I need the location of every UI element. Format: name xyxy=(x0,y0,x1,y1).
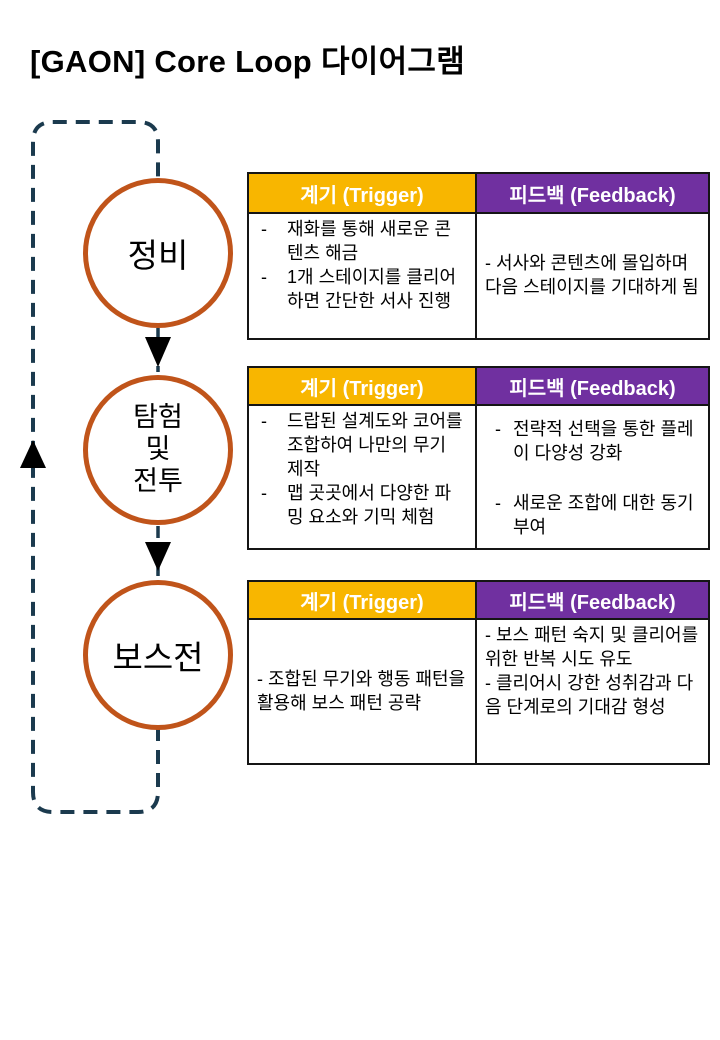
table-explore-combat-header-row: 계기 (Trigger) 피드백 (Feedback) xyxy=(249,368,708,406)
table-boss-fight: 계기 (Trigger) 피드백 (Feedback) - 조합된 무기와 행동… xyxy=(247,580,710,765)
node-explore-combat-label: 탐험 및 전투 xyxy=(133,402,183,496)
node-boss-fight: 보스전 xyxy=(83,580,233,730)
bullet-dash: - xyxy=(261,482,267,503)
feedback-text: - 서사와 콘텐츠에 몰입하며 다음 스테이지를 기대하게 됨 xyxy=(485,253,699,297)
table-explore-combat: 계기 (Trigger) 피드백 (Feedback) - 드랍된 설계도와 코… xyxy=(247,366,710,550)
list-item-text: 1개 스테이지를 클리어하면 간단한 서사 진행 xyxy=(287,266,457,311)
list-item: - 새로운 조합에 대한 동기 부여 xyxy=(485,492,700,540)
trigger-header: 계기 (Trigger) xyxy=(249,368,477,404)
list-item-text: 맵 곳곳에서 다양한 파밍 요소와 기믹 체험 xyxy=(287,482,452,527)
node-maintenance: 정비 xyxy=(83,178,233,328)
feedback-cell: - 서사와 콘텐츠에 몰입하며 다음 스테이지를 기대하게 됨 xyxy=(477,214,708,338)
list-item-text: 새로운 조합에 대한 동기 부여 xyxy=(513,492,694,537)
feedback-header: 피드백 (Feedback) xyxy=(477,582,708,618)
bullet-dash: - xyxy=(261,411,267,431)
feedback-text: - 보스 패턴 숙지 및 클리어를 위한 반복 시도 유도 xyxy=(485,625,699,669)
trigger-text: - 조합된 무기와 행동 패턴을 활용해 보스 패턴 공략 xyxy=(257,668,466,713)
trigger-header: 계기 (Trigger) xyxy=(249,582,477,618)
core-loop-diagram xyxy=(20,120,171,814)
list-item: - 드랍된 설계도와 코어를 조합하여 나만의 무기 제작 xyxy=(257,410,467,482)
table-explore-combat-body-row: - 드랍된 설계도와 코어를 조합하여 나만의 무기 제작 - 맵 곳곳에서 다… xyxy=(249,406,708,548)
list-item: - 맵 곳곳에서 다양한 파밍 요소와 기믹 체험 xyxy=(257,482,467,530)
down-arrow-icon-1 xyxy=(145,337,171,367)
loop-up-arrow-icon xyxy=(20,440,46,468)
feedback-header: 피드백 (Feedback) xyxy=(477,368,708,404)
list-item-text: 전략적 선택을 통한 플레이 다양성 강화 xyxy=(513,419,694,463)
node-explore-combat: 탐험 및 전투 xyxy=(83,375,233,525)
table-maintenance: 계기 (Trigger) 피드백 (Feedback) - 재화를 통해 새로운… xyxy=(247,172,710,340)
feedback-cell: - 전략적 선택을 통한 플레이 다양성 강화 - 새로운 조합에 대한 동기 … xyxy=(477,406,708,548)
page-title: [GAON] Core Loop 다이어그램 xyxy=(30,44,466,79)
list-item: - 1개 스테이지를 클리어하면 간단한 서사 진행 xyxy=(257,266,467,314)
trigger-cell: - 조합된 무기와 행동 패턴을 활용해 보스 패턴 공략 xyxy=(249,620,477,763)
table-boss-fight-body-row: - 조합된 무기와 행동 패턴을 활용해 보스 패턴 공략 - 보스 패턴 숙지… xyxy=(249,620,708,763)
list-item-text: 재화를 통해 새로운 콘텐츠 해금 xyxy=(287,219,452,263)
feedback-text: - 클리어시 강한 성취감과 다음 단계로의 기대감 형성 xyxy=(485,672,694,717)
list-item: - 재화를 통해 새로운 콘텐츠 해금 xyxy=(257,218,467,266)
bullet-dash: - xyxy=(495,492,501,513)
node-maintenance-label: 정비 xyxy=(127,237,189,274)
table-maintenance-header-row: 계기 (Trigger) 피드백 (Feedback) xyxy=(249,174,708,214)
bullet-dash: - xyxy=(495,419,501,439)
bullet-dash: - xyxy=(261,219,267,239)
list-item-text: 드랍된 설계도와 코어를 조합하여 나만의 무기 제작 xyxy=(287,411,463,479)
trigger-cell: - 드랍된 설계도와 코어를 조합하여 나만의 무기 제작 - 맵 곳곳에서 다… xyxy=(249,406,477,548)
bullet-dash: - xyxy=(261,266,267,287)
feedback-cell: - 보스 패턴 숙지 및 클리어를 위한 반복 시도 유도 - 클리어시 강한 … xyxy=(477,620,708,763)
table-boss-fight-header-row: 계기 (Trigger) 피드백 (Feedback) xyxy=(249,582,708,620)
down-arrow-icon-2 xyxy=(145,542,171,571)
trigger-header: 계기 (Trigger) xyxy=(249,174,477,212)
table-maintenance-body-row: - 재화를 통해 새로운 콘텐츠 해금 - 1개 스테이지를 클리어하면 간단한… xyxy=(249,214,708,338)
feedback-header: 피드백 (Feedback) xyxy=(477,174,708,212)
node-boss-fight-label: 보스전 xyxy=(112,639,204,676)
trigger-cell: - 재화를 통해 새로운 콘텐츠 해금 - 1개 스테이지를 클리어하면 간단한… xyxy=(249,214,477,338)
list-item: - 전략적 선택을 통한 플레이 다양성 강화 xyxy=(485,418,700,466)
